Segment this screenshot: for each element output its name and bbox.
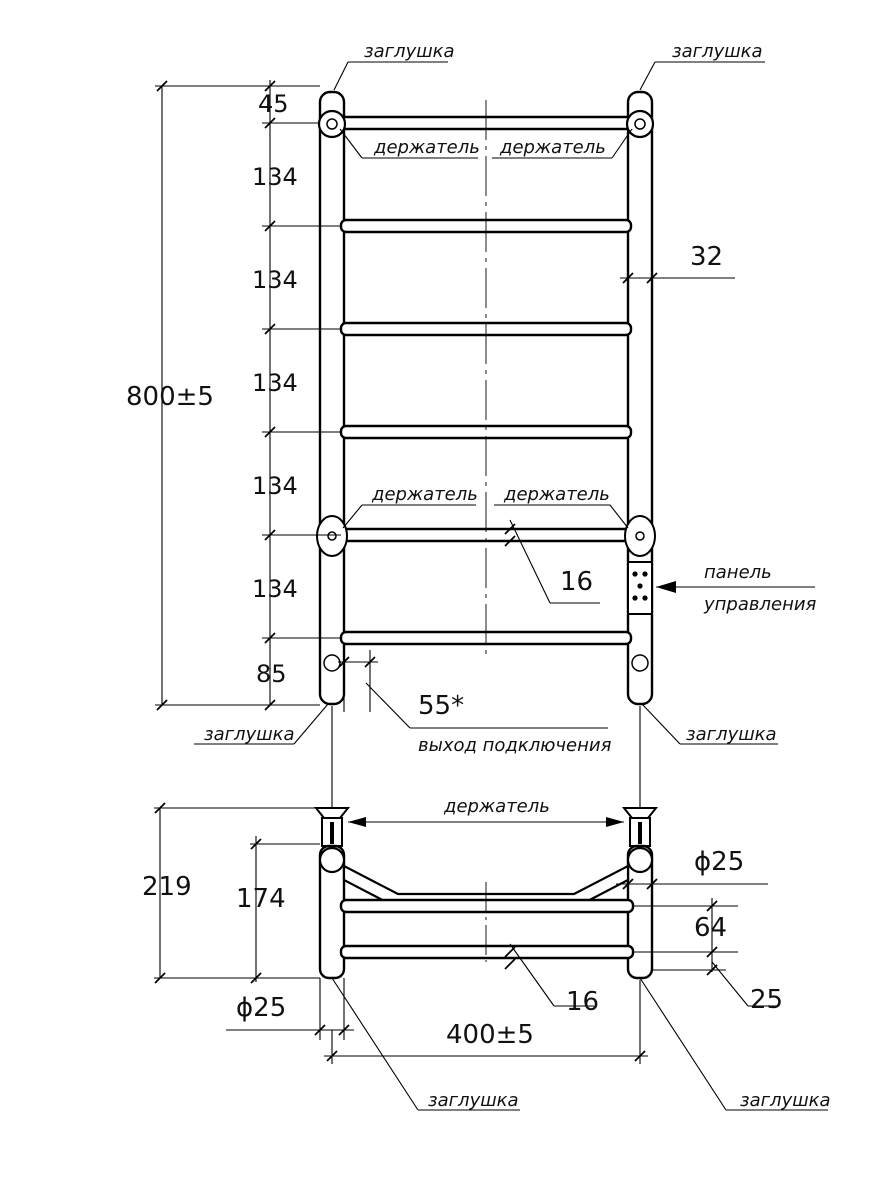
label-holder: держатель xyxy=(499,137,606,158)
holder-hole xyxy=(326,118,338,130)
leader-line xyxy=(609,504,629,529)
leader-line xyxy=(342,504,363,529)
leader-line xyxy=(509,943,555,1007)
dim-rung-diameter-side: 16 xyxy=(566,987,599,1017)
label-plug: заглушка xyxy=(740,1090,831,1111)
side-view: держатель 219 174 ϕ25 64 25 xyxy=(142,796,831,1111)
leader-line xyxy=(331,977,419,1111)
dim-rung-pitch: 134 xyxy=(252,472,298,500)
leader-line xyxy=(641,703,681,745)
dim-tick xyxy=(706,900,718,912)
arrow-icon xyxy=(606,817,624,827)
dim-outlet-offset: 55* xyxy=(418,691,464,721)
wall-flange xyxy=(621,807,659,819)
dim-tube-diameter-side: ϕ25 xyxy=(694,847,744,877)
dim-rung-diameter: 16 xyxy=(560,567,593,597)
dim-ticks xyxy=(156,80,276,711)
dim-tick xyxy=(634,1050,646,1062)
dim-tube-diameter: 32 xyxy=(690,242,723,272)
leader-line xyxy=(293,703,329,745)
label-control-panel-1: панель xyxy=(704,562,772,583)
outlet-circle xyxy=(631,654,649,672)
label-plug: заглушка xyxy=(672,41,763,62)
dim-tick xyxy=(622,878,634,890)
arrow-icon xyxy=(348,817,366,827)
dim-tick xyxy=(314,1024,326,1036)
dim-tick xyxy=(646,878,658,890)
dim-tick xyxy=(338,656,350,668)
dim-tick xyxy=(504,958,516,970)
front-view: 45 134 134 134 134 134 85 800±5 32 16 55… xyxy=(126,41,817,756)
dim-depth-holder: 174 xyxy=(236,884,286,914)
dim-bottom-offset: 85 xyxy=(256,660,287,688)
label-plug: заглушка xyxy=(686,724,777,745)
dim-rung-pitch: 134 xyxy=(252,575,298,603)
label-holder: держатель xyxy=(371,484,478,505)
side-tube-end xyxy=(318,846,346,874)
top-rail xyxy=(332,115,642,131)
label-holder: держатель xyxy=(503,484,610,505)
dim-tick xyxy=(706,946,718,958)
dim-rung-pitch: 134 xyxy=(252,266,298,294)
dim-depth-total: 219 xyxy=(142,872,192,902)
outlet-circle xyxy=(323,654,341,672)
dim-tick xyxy=(646,272,658,284)
dim-tick xyxy=(622,272,634,284)
bent-rail xyxy=(342,864,630,908)
dim-bottom-plug-offset: 25 xyxy=(750,985,783,1015)
label-plug: заглушка xyxy=(364,41,455,62)
leader-line xyxy=(509,519,551,604)
leader-line xyxy=(339,128,363,159)
leader-line xyxy=(611,128,633,159)
dim-top-offset: 45 xyxy=(258,90,289,118)
label-holder: держатель xyxy=(373,137,480,158)
dim-rung-pitch: 134 xyxy=(252,163,298,191)
left-tube xyxy=(318,90,346,706)
panel-dot xyxy=(642,595,648,601)
holder-hole xyxy=(634,118,646,130)
dim-tick xyxy=(504,523,516,535)
arrow-icon xyxy=(656,581,676,593)
label-control-panel-2: управления xyxy=(703,594,817,615)
label-plug: заглушка xyxy=(428,1090,519,1111)
dim-total-height: 800±5 xyxy=(126,382,214,412)
label-plug: заглушка xyxy=(204,724,295,745)
leader-line xyxy=(639,61,656,91)
panel-dot xyxy=(632,595,638,601)
dim-width-total: 400±5 xyxy=(446,1020,534,1050)
dim-rung-spacing: 64 xyxy=(694,913,727,943)
dim-tick xyxy=(504,946,516,958)
holder-hole xyxy=(635,531,645,541)
dim-tick xyxy=(326,1050,338,1062)
dim-rung-pitch: 134 xyxy=(252,369,298,397)
holder-hole xyxy=(327,531,337,541)
dim-tick xyxy=(250,838,262,850)
leader-line xyxy=(711,961,749,1007)
leader-line xyxy=(333,61,349,91)
dim-tick xyxy=(338,1024,350,1036)
side-tube-end xyxy=(626,846,654,874)
leader-line xyxy=(639,977,727,1111)
panel-dot xyxy=(642,571,648,577)
panel-dot xyxy=(632,571,638,577)
dim-tick xyxy=(154,802,166,814)
dim-tick xyxy=(504,535,516,547)
dim-tick xyxy=(250,972,262,984)
side-rung xyxy=(339,898,635,914)
side-rung xyxy=(339,944,635,960)
label-connection-outlet: выход подключения xyxy=(418,735,612,756)
dim-tick xyxy=(154,972,166,984)
leader-line xyxy=(365,682,411,729)
panel-dot xyxy=(637,583,643,589)
wall-flange xyxy=(313,807,351,819)
dim-tick xyxy=(364,656,376,668)
dim-tick xyxy=(706,964,718,976)
dim-tube-diameter-side-left: ϕ25 xyxy=(236,993,286,1023)
label-holder: держатель xyxy=(443,796,550,817)
